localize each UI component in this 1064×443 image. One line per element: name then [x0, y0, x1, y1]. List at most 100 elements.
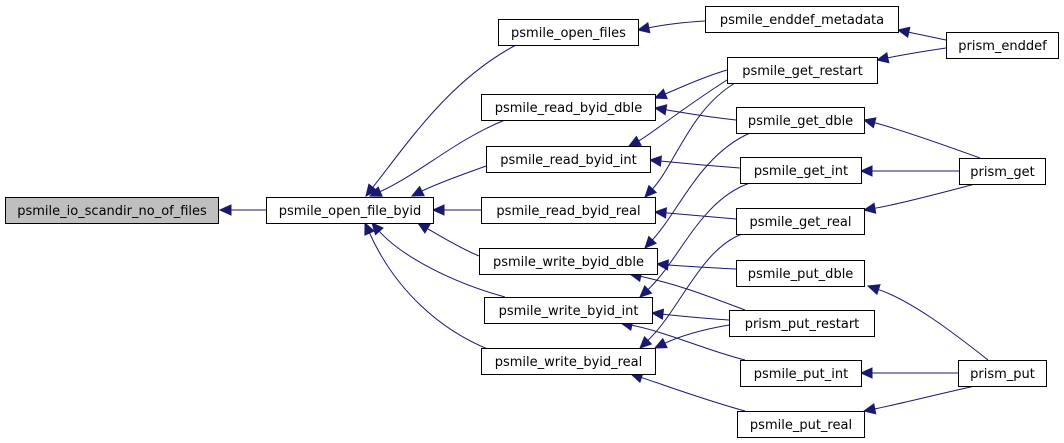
edge-line [378, 119, 506, 193]
edge-prism_put-to-put_dble [866, 284, 989, 361]
edge-get_restart-to-read_int [627, 79, 728, 147]
node-box [740, 157, 862, 184]
edge-arrowhead [431, 204, 445, 216]
edge-arrowhead [653, 104, 668, 116]
node-box [481, 348, 656, 375]
node-put-restart[interactable]: prism_put_restart [729, 310, 875, 337]
edge-arrowhead [859, 367, 873, 379]
node-label: psmile_put_real [750, 418, 852, 433]
node-box [705, 6, 899, 33]
node-prism-enddef[interactable]: prism_enddef [946, 32, 1059, 59]
edge-prism_put-to-put_int [859, 367, 958, 379]
node-write-real[interactable]: psmile_write_byid_real [481, 348, 656, 375]
edge-read_real-to-open_file_byid [431, 204, 482, 216]
node-io-scandir[interactable]: psmile_io_scandir_no_of_files [5, 197, 219, 224]
edge-line [664, 109, 737, 121]
node-read-dble[interactable]: psmile_read_byid_dble [481, 94, 656, 121]
edge-prism_enddef-to-get_restart [875, 47, 947, 64]
edge-arrowhead [644, 184, 658, 198]
node-enddef-meta[interactable]: psmile_enddef_metadata [705, 6, 899, 33]
node-label: psmile_get_int [754, 164, 848, 179]
edge-line [877, 288, 989, 361]
node-label: prism_put [970, 367, 1035, 382]
node-label: psmile_enddef_metadata [720, 13, 884, 28]
node-label: psmile_read_byid_int [500, 153, 636, 168]
edge-line [647, 20, 706, 29]
edge-line [663, 324, 730, 345]
node-get-dble[interactable]: psmile_get_dble [736, 107, 865, 134]
node-put-dble[interactable]: psmile_put_dble [736, 260, 865, 287]
node-box [959, 158, 1046, 185]
node-prism-put[interactable]: prism_put [958, 360, 1047, 387]
node-label: prism_get [970, 165, 1035, 180]
node-box [481, 197, 656, 224]
node-label: psmile_write_byid_real [495, 355, 643, 370]
node-box [484, 297, 653, 324]
node-box [5, 197, 219, 224]
edge-read_dble-to-open_file_byid [368, 119, 506, 197]
edge-line [873, 122, 981, 159]
node-write-dble[interactable]: psmile_write_byid_dble [479, 248, 658, 275]
edge-put_restart-to-write_real [653, 324, 730, 349]
node-get-restart[interactable]: psmile_get_restart [727, 57, 878, 84]
node-read-int[interactable]: psmile_read_byid_int [486, 146, 651, 173]
node-box [946, 32, 1059, 59]
edge-arrowhead [862, 117, 877, 129]
node-box [729, 310, 875, 337]
edge-line [637, 79, 728, 142]
edge-write_dble-to-open_file_byid [416, 222, 480, 257]
node-label: psmile_write_byid_dble [493, 255, 644, 270]
node-open-files[interactable]: psmile_open_files [498, 19, 639, 46]
edge-arrowhead [650, 308, 665, 320]
edge-line [907, 31, 947, 41]
node-box [481, 94, 656, 121]
node-box [737, 411, 865, 438]
node-label: psmile_put_dble [748, 267, 854, 282]
node-box [736, 107, 865, 134]
edge-arrowhead [371, 222, 384, 236]
node-prism-get[interactable]: prism_get [959, 158, 1046, 185]
edge-line [666, 264, 737, 270]
edge-prism_put-to-put_real [862, 385, 976, 415]
node-write-int[interactable]: psmile_write_byid_int [484, 297, 653, 324]
edge-arrowhead [639, 335, 653, 349]
node-label: psmile_put_int [754, 367, 848, 382]
edge-line [378, 230, 506, 298]
edge-arrowhead [648, 155, 662, 167]
node-label: psmile_open_file_byid [279, 204, 421, 219]
edge-enddef_meta-to-open_files [636, 20, 706, 34]
node-label: prism_put_restart [745, 317, 860, 332]
edge-arrowhead [655, 259, 669, 271]
edge-line [646, 233, 743, 342]
edge-arrowhead [862, 202, 877, 214]
node-label: psmile_get_restart [742, 64, 863, 79]
edge-arrowhead [410, 185, 425, 197]
edge-get_dble-to-write_dble [644, 132, 751, 249]
edge-write_int-to-open_file_byid [371, 222, 506, 298]
edge-line [651, 82, 736, 191]
edge-line [664, 212, 737, 220]
node-put-real[interactable]: psmile_put_real [737, 411, 865, 438]
edge-arrowhead [218, 204, 232, 216]
node-open-file-byid[interactable]: psmile_open_file_byid [266, 197, 434, 224]
edge-line [368, 231, 491, 351]
node-label: psmile_open_files [511, 26, 626, 41]
node-put-int[interactable]: psmile_put_int [740, 360, 862, 387]
edge-line [639, 275, 746, 311]
edge-arrowhead [416, 222, 431, 234]
node-get-int[interactable]: psmile_get_int [740, 157, 862, 184]
edge-get_restart-to-read_real [644, 82, 736, 198]
node-box [727, 57, 878, 84]
node-read-real[interactable]: psmile_read_byid_real [481, 197, 656, 224]
edge-get_int-to-read_int [648, 155, 741, 169]
edge-arrowhead [368, 186, 383, 197]
edge-line [420, 165, 487, 192]
edge-arrowhead [859, 165, 873, 177]
edge-line [647, 182, 751, 291]
edge-line [651, 132, 751, 241]
edge-open_file_byid-to-io_scandir [218, 204, 267, 216]
node-box [479, 248, 658, 275]
edge-arrowhead [896, 26, 911, 38]
node-get-real[interactable]: psmile_get_real [736, 208, 865, 235]
edge-arrowhead [875, 52, 890, 64]
